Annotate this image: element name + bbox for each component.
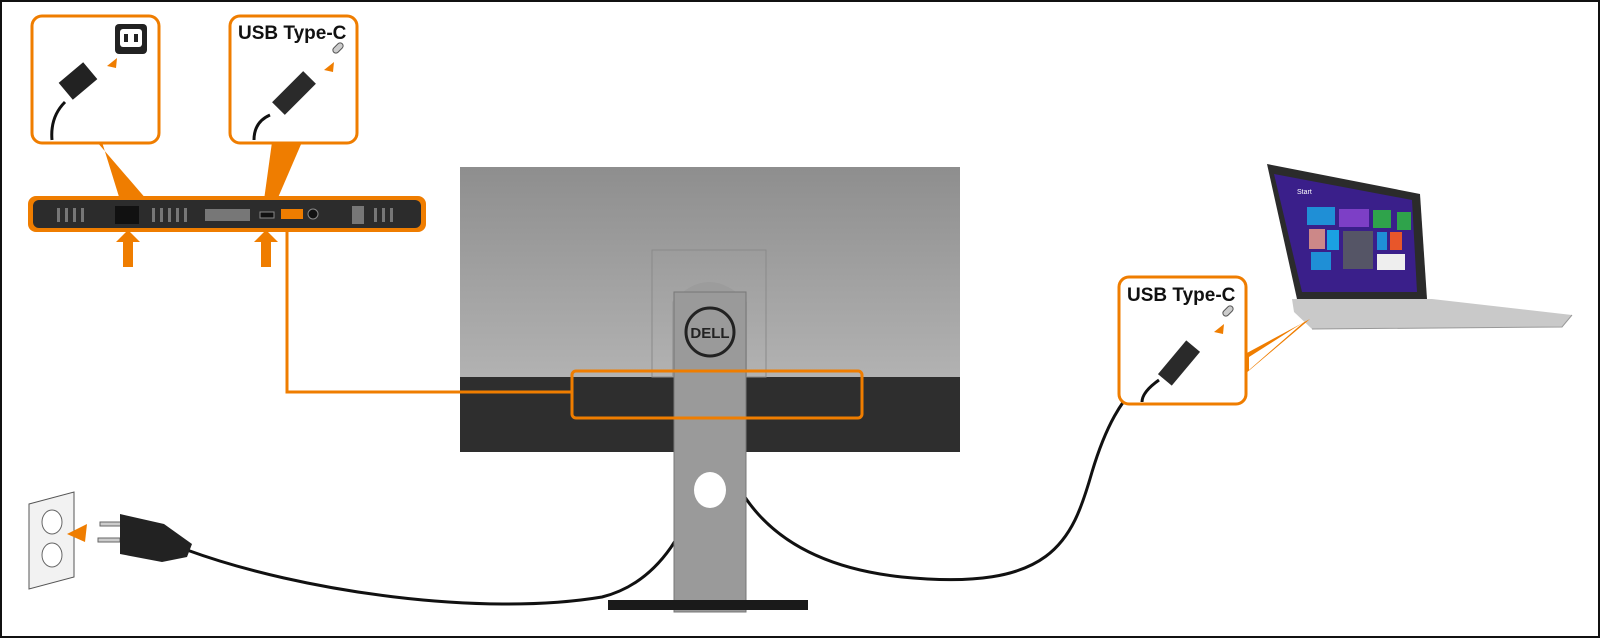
- usb-c-label: USB Type-C: [1127, 285, 1236, 306]
- usb-c-plug: [272, 71, 316, 115]
- start-tiles: [1307, 207, 1411, 270]
- power-callout: [30, 14, 161, 145]
- usb-c-port: [259, 211, 275, 219]
- arrow-icon: [67, 524, 87, 542]
- usb-c-port-icon: [1222, 305, 1234, 317]
- arrow-icon: [324, 62, 334, 72]
- leader-line: [285, 230, 572, 394]
- laptop: Start: [1267, 164, 1573, 330]
- usb-c-monitor-callout: USB Type-C: [228, 14, 359, 145]
- usb-c-plug: [1157, 340, 1201, 386]
- power-plug: [97, 514, 192, 562]
- usb-c-laptop-callout: USB Type-C: [1117, 275, 1310, 406]
- power-plug: [58, 62, 98, 100]
- port-area-highlight: [570, 369, 864, 420]
- dell-logo: [684, 306, 736, 358]
- arrow-icon: [107, 58, 117, 68]
- laptop-screen-title: Start: [1297, 189, 1312, 196]
- power-cable: [186, 471, 704, 606]
- arrow-up-icon: [116, 230, 140, 267]
- wall-outlet: [28, 491, 87, 590]
- arrow-up-icon: [254, 230, 278, 267]
- usb-c-port-icon: [332, 42, 344, 54]
- monitor: DELL: [460, 167, 960, 613]
- power-port: [115, 206, 139, 224]
- usb-c-label: USB Type-C: [238, 23, 347, 44]
- monitor-port-strip: [28, 142, 426, 267]
- arrow-icon: [1214, 324, 1224, 334]
- usb-c-cable: [715, 383, 1139, 582]
- dell-logo-text: DELL: [690, 325, 729, 342]
